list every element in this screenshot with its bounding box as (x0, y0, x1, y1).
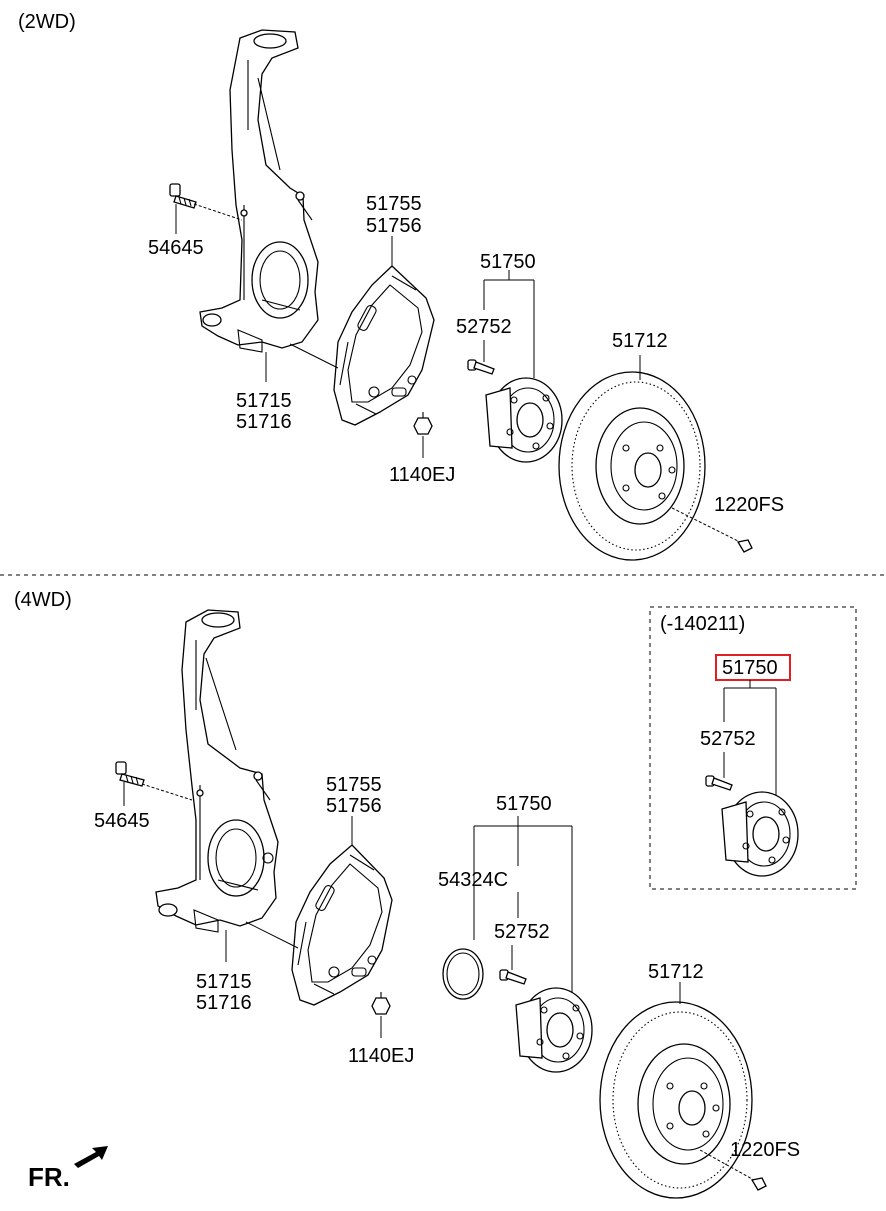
label-51755-2wd: 51755 (366, 193, 422, 215)
label-51712-4wd: 51712 (648, 961, 704, 983)
wheel-hub-2wd[interactable] (485, 377, 563, 463)
knuckle-2wd[interactable] (199, 29, 319, 353)
hub-bolt-4wd[interactable] (499, 969, 527, 985)
label-52752-2wd: 52752 (456, 316, 512, 338)
section-label-4wd: (4WD) (14, 589, 72, 611)
inset-box (649, 606, 857, 890)
wheel-hub-4wd[interactable] (515, 987, 593, 1073)
label-51716-4wd: 51716 (196, 992, 252, 1014)
inset-label: (-140211) (660, 613, 745, 635)
label-51715-4wd: 51715 (196, 971, 252, 993)
label-1220fs-2wd: 1220FS (714, 494, 784, 516)
shield-bolt-4wd[interactable] (371, 992, 391, 1015)
section-label-2wd: (2WD) (18, 11, 76, 33)
label-51750-2wd: 51750 (480, 251, 536, 273)
dust-shield-2wd[interactable] (333, 265, 435, 426)
label-51750-inset[interactable]: 51750 (722, 657, 778, 679)
label-52752-inset: 52752 (700, 728, 756, 750)
label-1220fs-4wd: 1220FS (730, 1139, 800, 1161)
knuckle-bolt-4wd[interactable] (115, 761, 145, 787)
label-51756-4wd: 51756 (326, 795, 382, 817)
brake-disc-4wd[interactable] (599, 1001, 753, 1199)
label-52752-4wd: 52752 (494, 921, 550, 943)
wheel-hub-inset[interactable] (721, 791, 799, 877)
knuckle-bolt-2wd[interactable] (169, 183, 197, 209)
label-51756-2wd: 51756 (366, 215, 422, 237)
disc-screw-2wd[interactable] (736, 539, 753, 553)
label-51750-4wd: 51750 (496, 793, 552, 815)
brake-disc-2wd[interactable] (558, 371, 706, 561)
front-indicator: FR. (28, 1162, 70, 1192)
knuckle-4wd[interactable] (155, 609, 279, 933)
hub-bolt-2wd[interactable] (467, 359, 495, 375)
label-54324c-4wd: 54324C (438, 869, 508, 891)
label-1140ej-4wd: 1140EJ (348, 1045, 414, 1067)
hub-bolt-inset[interactable] (705, 775, 733, 791)
label-54645-4wd: 54645 (94, 810, 150, 832)
label-51715-2wd: 51715 (236, 390, 292, 412)
label-51755-4wd: 51755 (326, 774, 382, 796)
label-51716-2wd: 51716 (236, 411, 292, 433)
front-arrow-icon (74, 1146, 108, 1168)
seal-ring-4wd[interactable] (442, 948, 484, 1000)
shield-bolt-2wd[interactable] (413, 412, 433, 435)
disc-screw-4wd[interactable] (750, 1177, 767, 1191)
highlight-box (715, 654, 791, 681)
label-51712-2wd: 51712 (612, 330, 668, 352)
label-1140ej-2wd: 1140EJ (389, 464, 455, 486)
label-54645-2wd: 54645 (148, 237, 204, 259)
dust-shield-4wd[interactable] (291, 844, 393, 1006)
